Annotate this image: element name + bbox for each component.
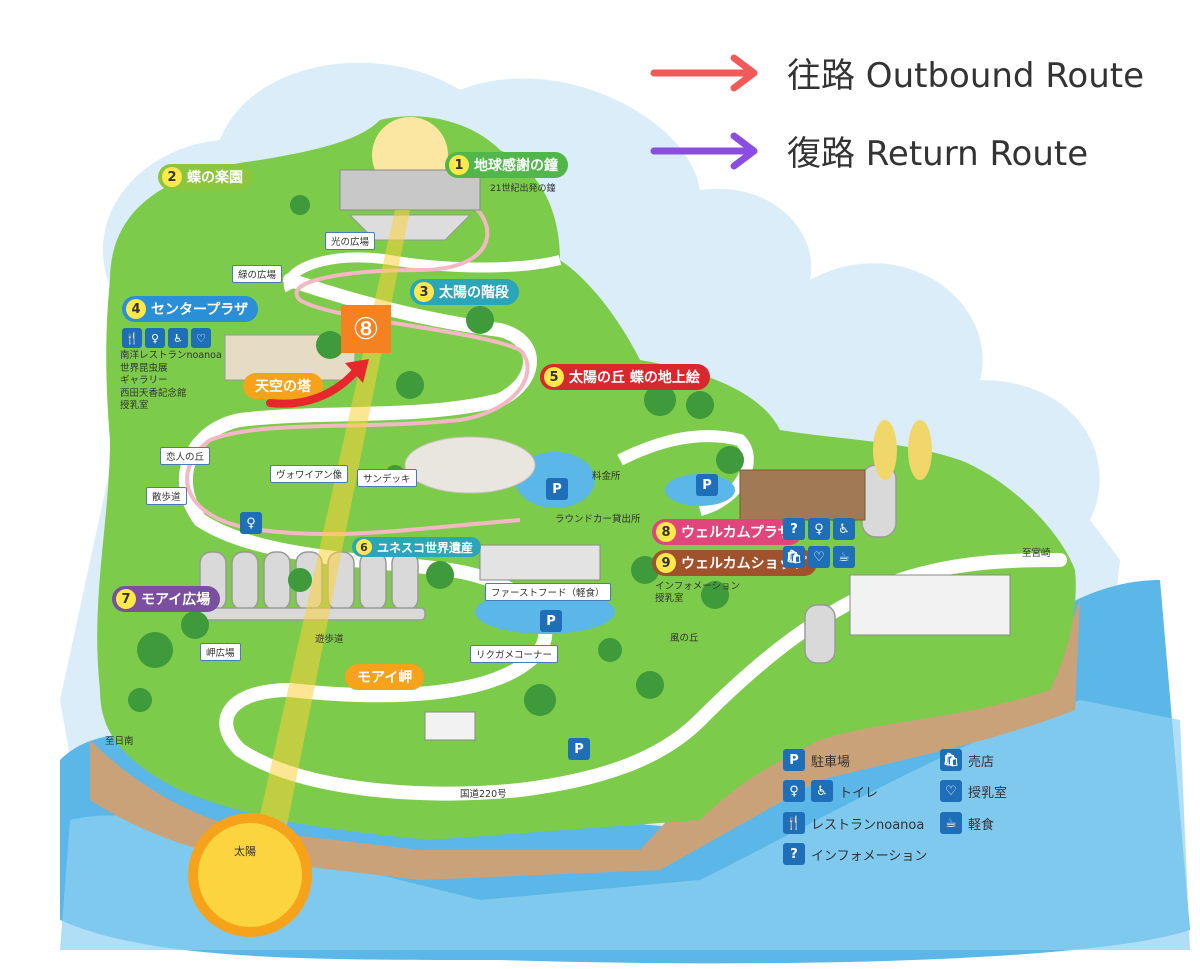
wheelchair-icon: ♿ <box>811 780 833 802</box>
vowaian-statue-label: ヴォワイアン像 <box>270 465 349 483</box>
moai-cape-tag[interactable]: モアイ岬 <box>345 664 425 690</box>
fastfood-label: ファーストフード（軽食） <box>485 583 611 601</box>
route-arrow-icon <box>266 359 369 408</box>
to-miyazaki-label: 至宮崎 <box>1022 548 1051 559</box>
center-facility-list: 南洋レストランnoanoa 世界昆虫展 ギャラリー 西田天香記念館 授乳室 <box>120 350 222 413</box>
facility-item: ギャラリー <box>120 375 168 386</box>
legend-information: ?インフォメーション <box>783 843 927 865</box>
sundeck-label: サンデッキ <box>357 469 417 487</box>
outbound-route-label: 往路 Outbound Route <box>787 56 1145 96</box>
nursing-room-icon: ♡ <box>940 780 962 802</box>
parking-icon[interactable]: P <box>540 610 562 632</box>
route-220-label: 国道220号 <box>460 789 507 800</box>
nursing-room-icon: ♡ <box>191 328 211 348</box>
shop-icon: 🛍 <box>940 749 962 771</box>
spot-number: 1 <box>449 155 469 175</box>
legend-toilet: ♀♿トイレ <box>783 780 878 802</box>
legend-nursing-room: ♡授乳室 <box>940 780 1007 802</box>
midori-plaza-label: 緑の広場 <box>232 265 283 283</box>
toilet-icon: ♀ <box>808 518 830 540</box>
hikari-plaza-label: 光の広場 <box>325 232 376 250</box>
spot-label: 地球感謝の鐘 <box>474 158 558 174</box>
welcome-plaza-building <box>849 574 1011 636</box>
sanpo-path-label: 散歩道 <box>146 487 187 505</box>
restaurant-icon: 🍴 <box>122 328 142 348</box>
sky-tower-tag[interactable]: 天空の塔 <box>243 373 323 399</box>
facility-item: 西田天香記念館 <box>120 387 187 399</box>
return-route-label: 復路 Return Route <box>787 134 1089 174</box>
moai-cape-label: モアイ岬 <box>357 670 413 686</box>
information-label: インフォメーション <box>655 581 741 592</box>
legend-light-meal: ☕軽食 <box>940 812 994 834</box>
butterfly-ground-art <box>404 436 536 494</box>
outbound-route-legend: 往路 Outbound Route <box>650 48 1144 97</box>
toilet-icon: ♀ <box>783 780 805 802</box>
parking-icon[interactable]: P <box>546 478 568 500</box>
location-marker-8[interactable]: ⑧ <box>341 305 391 353</box>
sun-label: 太陽 <box>234 845 256 858</box>
welcome-shop-icons: 🛍 ♡ ☕ <box>783 546 855 568</box>
shop-icon: 🛍 <box>783 546 805 568</box>
toilet-icon: ♀ <box>145 328 165 348</box>
nursing-room-icon: ♡ <box>808 546 830 568</box>
cliff <box>90 600 1080 880</box>
parking-icon: P <box>783 749 805 771</box>
restaurant-icon: 🍴 <box>783 812 805 834</box>
to-nichinan-label: 至日南 <box>105 736 134 747</box>
tollgate-label: 料金所 <box>592 471 621 482</box>
light-meal-icon: ☕ <box>833 546 855 568</box>
palm-trees <box>128 195 744 716</box>
spot-1-tag[interactable]: 1 地球感謝の鐘 <box>445 152 568 178</box>
facility-item: 授乳室 <box>120 400 149 411</box>
wind-hill-label: 風の丘 <box>670 633 699 644</box>
sun-beam <box>250 210 410 860</box>
return-route-legend: 復路 Return Route <box>650 126 1088 175</box>
sun <box>188 813 312 937</box>
sky-tower-label: 天空の塔 <box>255 379 311 395</box>
outbound-arrow-icon <box>650 54 758 91</box>
parking-icon[interactable]: P <box>696 474 718 496</box>
facility-item: 南洋レストランnoanoa <box>120 350 222 361</box>
wooden-wall <box>739 469 866 521</box>
light-meal-icon: ☕ <box>940 812 962 834</box>
legend-restaurant: 🍴レストランnoanoa <box>783 812 924 834</box>
misaki-plaza-label: 岬広場 <box>200 643 241 661</box>
tortoise-corner-label: リクガメコーナー <box>470 645 559 663</box>
center-plaza-icons: 🍴 ♀ ♿ ♡ <box>122 328 211 348</box>
wheelchair-icon: ♿ <box>833 518 855 540</box>
bell-subtitle: 21世紀出発の鐘 <box>490 184 556 194</box>
roundcar-rental-label: ラウンドカー貸出所 <box>555 514 641 525</box>
nursing-room-label: 授乳室 <box>655 593 684 604</box>
welcome-plaza-icons: ? ♀ ♿ <box>783 518 855 540</box>
information-icon: ? <box>783 518 805 540</box>
return-arrow-icon <box>650 132 758 169</box>
toilet-icon[interactable]: ♀ <box>240 512 262 534</box>
parking-icon[interactable]: P <box>568 738 590 760</box>
promenade-label: 遊歩道 <box>315 634 344 645</box>
facility-item: 世界昆虫展 <box>120 362 168 374</box>
wheelchair-icon: ♿ <box>168 328 188 348</box>
legend-shop: 🛍売店 <box>940 749 994 771</box>
information-icon: ? <box>783 843 805 865</box>
koibito-hill-label: 恋人の丘 <box>160 447 211 465</box>
